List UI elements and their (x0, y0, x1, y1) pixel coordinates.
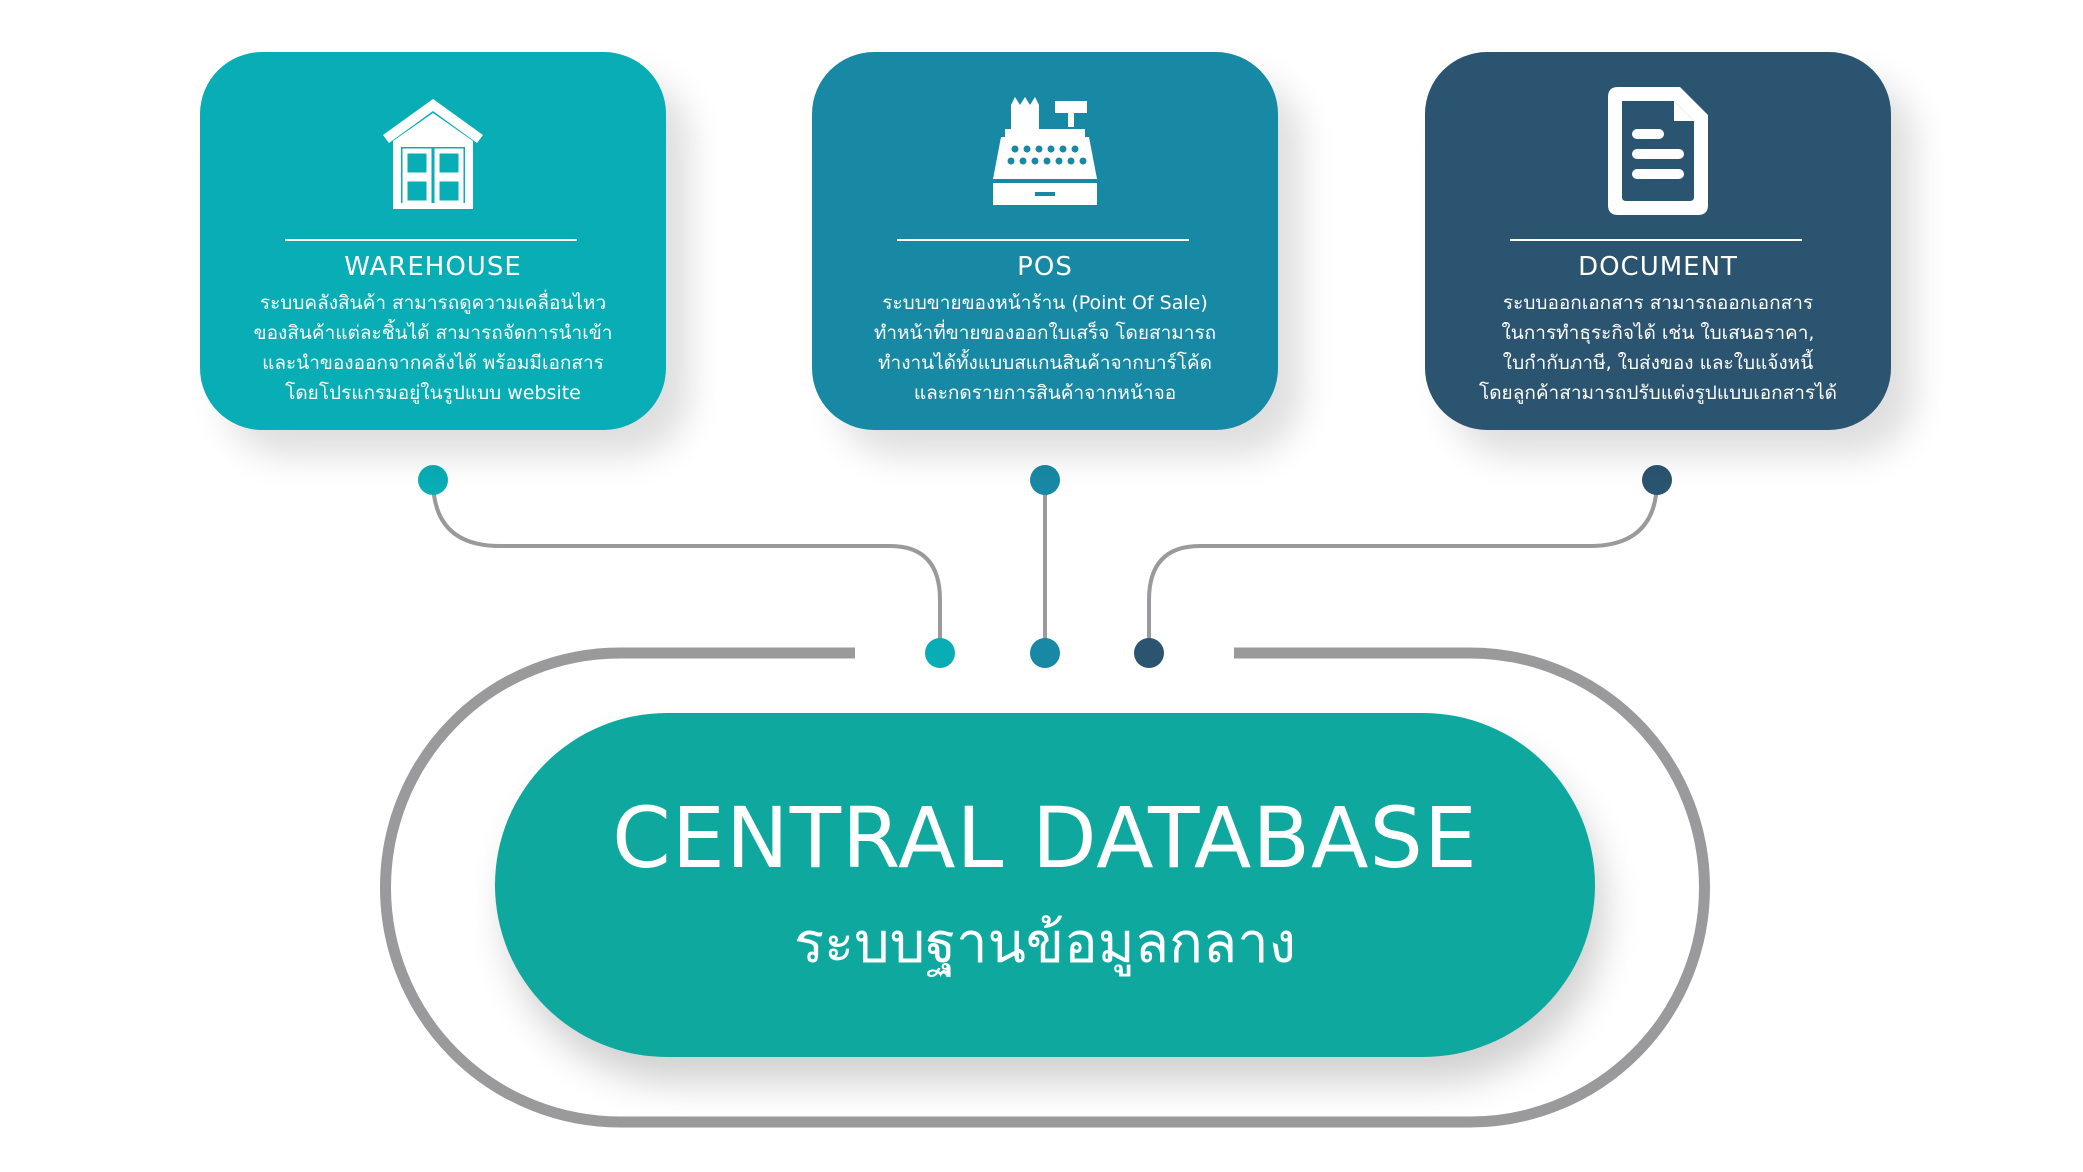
connector-document (1147, 479, 1659, 653)
description-line: โดยลูกค้าสามารถปรับแต่งรูปแบบเอกสารได้ (1479, 382, 1837, 404)
card-title: DOCUMENT (1578, 252, 1738, 282)
card-description: ระบบขายของหน้าร้าน (Point Of Sale) ทำหน้… (820, 288, 1270, 408)
node-document-bottom (1134, 638, 1164, 668)
card-divider (897, 239, 1189, 241)
node-document-top (1642, 465, 1672, 495)
warehouse-icon (383, 99, 483, 209)
card-description: ระบบคลังสินค้า สามารถดูความเคลื่อนไหว ขอ… (208, 288, 658, 408)
description-line: โดยโปรแกรมอยู่ในรูปแบบ website (285, 382, 581, 404)
card-title: POS (1017, 252, 1073, 282)
description-line: และกดรายการสินค้าจากหน้าจอ (913, 382, 1177, 404)
description-line: และนำของออกจากคลังได้ พร้อมมีเอกสาร (262, 352, 604, 374)
central-subtitle: ระบบฐานข้อมูลกลาง (793, 911, 1297, 976)
node-warehouse-top (418, 465, 448, 495)
document-icon (1608, 87, 1708, 215)
description-line: ระบบขายของหน้าร้าน (Point Of Sale) (882, 292, 1208, 314)
card-divider (285, 239, 577, 241)
description-line: ระบบออกเอกสาร สามารถออกเอกสาร (1502, 292, 1814, 314)
description-line: ทำหน้าที่ขายของออกใบเสร็จ โดยสามารถ (873, 322, 1217, 344)
description-line: ใบกำกับภาษี, ใบส่งของ และใบแจ้งหนี้ (1502, 352, 1814, 374)
central-title: CENTRAL DATABASE (612, 789, 1478, 887)
description-line: ระบบคลังสินค้า สามารถดูความเคลื่อนไหว (259, 292, 607, 314)
connector-warehouse (431, 479, 942, 653)
description-line: ของสินค้าแต่ละชิ้นได้ สามารถจัดการนำเข้า (253, 322, 613, 344)
node-pos-top (1030, 465, 1060, 495)
central-outline-ring (380, 647, 1710, 1128)
description-line: ทำงานได้ทั้งแบบสแกนสินค้าจากบาร์โค้ด (878, 352, 1212, 374)
document-card: DOCUMENT ระบบออกเอกสาร สามารถออกเอกสาร ใ… (1425, 52, 1891, 430)
node-warehouse-bottom (925, 638, 955, 668)
card-title: WAREHOUSE (344, 252, 522, 282)
card-description: ระบบออกเอกสาร สามารถออกเอกสาร ในการทำธุร… (1433, 288, 1883, 408)
cash-register-icon (993, 97, 1097, 205)
node-pos-bottom (1030, 638, 1060, 668)
pos-card: POS ระบบขายของหน้าร้าน (Point Of Sale) ท… (812, 52, 1278, 430)
central-database-pill: CENTRAL DATABASE ระบบฐานข้อมูลกลาง (495, 713, 1595, 1057)
description-line: ในการทำธุระกิจได้ เช่น ใบเสนอราคา, (1501, 322, 1815, 344)
warehouse-card: WAREHOUSE ระบบคลังสินค้า สามารถดูความเคล… (200, 52, 666, 430)
card-divider (1510, 239, 1802, 241)
